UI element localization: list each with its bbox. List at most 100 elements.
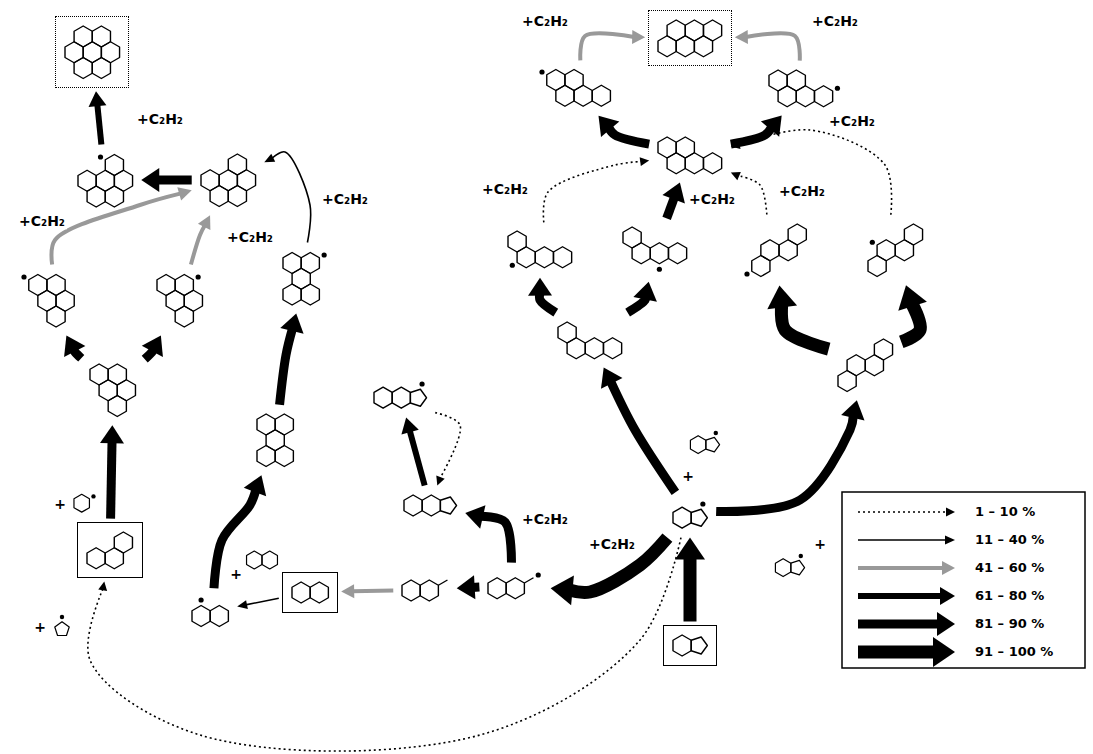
ring bbox=[769, 70, 787, 91]
reaction-arrow bbox=[237, 598, 279, 609]
ring-structure bbox=[192, 598, 228, 627]
ring bbox=[228, 154, 246, 175]
ring-structure bbox=[292, 582, 328, 603]
connector-line bbox=[214, 490, 256, 589]
reagent-structure bbox=[55, 615, 69, 636]
molecule bbox=[652, 131, 728, 180]
ring bbox=[623, 227, 641, 248]
ring bbox=[292, 582, 310, 603]
reagent-structures bbox=[55, 431, 805, 636]
radical-dot bbox=[419, 382, 424, 387]
legend-sample bbox=[858, 536, 955, 545]
reagent-label: + bbox=[52, 497, 68, 512]
molecule bbox=[763, 64, 846, 113]
molecule bbox=[84, 358, 141, 423]
reagent-label: +C₂H₂ bbox=[320, 192, 370, 207]
ring bbox=[275, 445, 293, 466]
ring bbox=[658, 137, 676, 158]
connector-line bbox=[746, 33, 800, 60]
molecule-structure bbox=[195, 148, 262, 213]
molecule bbox=[533, 63, 616, 112]
ring bbox=[558, 322, 576, 343]
ring bbox=[228, 185, 246, 206]
molecule bbox=[398, 489, 463, 522]
connector-line bbox=[858, 566, 944, 570]
molecule bbox=[151, 268, 208, 333]
legend-text: 11 – 40 % bbox=[975, 533, 1044, 547]
reagent-label: +C₂H₂ bbox=[587, 537, 637, 552]
ring-structure bbox=[775, 554, 804, 577]
reagent-label: + bbox=[228, 567, 244, 582]
molecule-structure bbox=[72, 148, 139, 213]
methyl-bond bbox=[439, 580, 448, 585]
ring bbox=[87, 547, 105, 568]
ring bbox=[440, 497, 456, 514]
arrowhead bbox=[601, 367, 622, 388]
arrowhead bbox=[64, 336, 85, 358]
ring-structure bbox=[838, 339, 893, 392]
molecule bbox=[15, 268, 80, 333]
arrowhead bbox=[528, 278, 552, 296]
reaction-arrow bbox=[628, 282, 657, 313]
ring bbox=[92, 26, 110, 47]
ring-structure bbox=[673, 502, 707, 529]
ring bbox=[874, 339, 892, 360]
ring bbox=[374, 388, 392, 409]
reagent-label: +C₂H₂ bbox=[135, 112, 185, 127]
ring bbox=[175, 274, 193, 295]
reaction-arrow bbox=[716, 400, 864, 511]
arrowhead bbox=[401, 418, 418, 435]
reaction-arrow bbox=[898, 285, 927, 342]
arrowhead bbox=[640, 157, 650, 166]
ring bbox=[775, 559, 790, 577]
reaction-arrow bbox=[528, 278, 556, 313]
molecule bbox=[862, 218, 929, 283]
ring-structure bbox=[157, 274, 202, 327]
radical-dot bbox=[22, 274, 27, 279]
arrowhead bbox=[898, 285, 927, 310]
molecule-structure bbox=[552, 316, 628, 365]
arrowhead bbox=[244, 475, 266, 496]
connector-line bbox=[480, 516, 511, 562]
ring bbox=[565, 70, 583, 91]
ring bbox=[673, 635, 691, 656]
molecule bbox=[277, 246, 333, 311]
connector-line bbox=[858, 511, 947, 513]
arrowhead bbox=[599, 116, 620, 137]
molecule-structure bbox=[251, 408, 299, 473]
arrowhead bbox=[841, 400, 864, 420]
ring bbox=[507, 577, 525, 598]
molecule-structure bbox=[738, 218, 812, 283]
connector-line bbox=[246, 598, 279, 605]
molecule-structure bbox=[763, 64, 846, 113]
molecule-structure bbox=[398, 489, 463, 522]
molecule-structure bbox=[652, 131, 728, 180]
arrowhead bbox=[662, 182, 685, 203]
ring bbox=[704, 152, 722, 173]
reaction-arrow bbox=[731, 115, 782, 144]
ring-structure bbox=[65, 26, 120, 79]
ring bbox=[706, 437, 720, 451]
arrowhead bbox=[942, 561, 955, 575]
ring bbox=[604, 337, 622, 358]
molecule bbox=[251, 408, 299, 473]
arrowhead bbox=[264, 154, 275, 162]
arrowhead bbox=[945, 536, 955, 545]
connector-line bbox=[684, 556, 697, 621]
arrowhead bbox=[237, 600, 248, 609]
ring bbox=[690, 436, 705, 454]
connector-line bbox=[731, 127, 772, 144]
ring bbox=[210, 606, 228, 627]
ring bbox=[685, 20, 703, 41]
arrowhead bbox=[98, 581, 107, 591]
ring bbox=[791, 560, 805, 574]
radical-dot bbox=[196, 274, 201, 279]
legend-text: 61 – 80 % bbox=[975, 589, 1044, 603]
ring bbox=[669, 243, 687, 264]
arrowhead bbox=[341, 584, 354, 598]
reaction-arrow bbox=[601, 367, 675, 492]
ring bbox=[47, 306, 65, 327]
ring bbox=[691, 637, 707, 654]
connector-line bbox=[858, 593, 942, 599]
